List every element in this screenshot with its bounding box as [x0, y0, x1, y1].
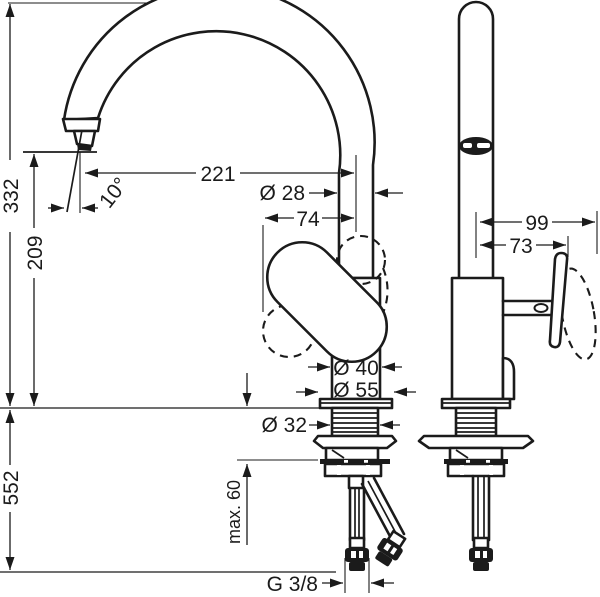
dim-label-spout-diameter: Ø 28: [259, 182, 305, 205]
washer-band-side: [444, 459, 508, 464]
handle-swing-circle-right: [335, 234, 387, 286]
dim-label-max-deck-thickness: max. 60: [224, 480, 244, 544]
dim-label-outlet-angle: 10°: [95, 173, 133, 212]
outlet-nozzle: [72, 129, 97, 148]
dim-handle-reach: 73: [480, 235, 569, 258]
dim-outlet-height: 209: [24, 154, 47, 406]
aerator-side: [459, 137, 493, 155]
shank-threads-side: [457, 412, 495, 433]
flange-side: [417, 434, 535, 450]
mounting-nut-front: [323, 462, 383, 478]
bracket-detail-front: [331, 449, 345, 459]
dim-spout-reach: 221: [85, 155, 357, 232]
dim-body-diameter: Ø 40: [308, 357, 402, 380]
dim-label-outlet-height: 209: [24, 235, 47, 270]
dim-label-body-diameter: Ø 40: [333, 357, 379, 380]
body-step-side: [501, 356, 516, 401]
supply-hose-vertical-inner: [354, 488, 360, 540]
mounting-bracket-side: [448, 446, 504, 462]
spout-arc: [62, 0, 376, 280]
mounting-nut-side: [446, 462, 506, 478]
dim-label-side-reach: 99: [525, 212, 548, 235]
dim-shank-diameter: Ø 32: [261, 414, 400, 437]
hose-fitting-front: [347, 474, 365, 490]
dim-max-deck-thickness: max. 60: [224, 373, 252, 545]
dim-connection-thread: G 3/8: [267, 558, 394, 596]
dim-label-base-diameter: Ø 55: [333, 379, 379, 402]
handle-arm-side: [501, 299, 555, 317]
spout-end-cap: [61, 117, 102, 133]
hose-connector-vertical: [345, 536, 369, 571]
dim-label-connection-thread: G 3/8: [267, 573, 318, 596]
washer-band-front: [320, 459, 390, 464]
dim-label-handle-reach: 73: [509, 235, 532, 258]
mounting-bracket-front: [324, 446, 380, 462]
dim-total-height: 332: [0, 4, 23, 406]
dim-label-shank-diameter: Ø 32: [261, 414, 307, 437]
hose-connector-angled: [375, 529, 407, 567]
supply-hose-side: [471, 474, 491, 542]
dim-label-spout-reach: 221: [200, 163, 235, 186]
dim-below-deck-length: 552: [0, 410, 23, 570]
dim-label-below-deck-length: 552: [0, 470, 23, 505]
hose-connector-side: [469, 536, 493, 571]
flange-front: [312, 434, 398, 450]
dim-label-handle-offset: 74: [296, 208, 320, 231]
dim-spout-diameter: Ø 28: [259, 182, 403, 205]
supply-hose-side-inner: [477, 476, 485, 540]
handle-lever-side: [548, 251, 569, 349]
dim-side-reach: 99: [475, 211, 598, 258]
bracket-detail-side: [455, 449, 469, 459]
supply-hose-angled: [360, 476, 406, 542]
aerator-face: [77, 144, 92, 151]
faucet-body-side: [450, 276, 505, 401]
supply-hose-vertical: [348, 486, 366, 542]
dim-handle-offset: 74: [262, 208, 354, 312]
dim-label-total-height: 332: [0, 178, 23, 213]
dim-base-diameter: Ø 55: [296, 379, 416, 402]
supply-hose-angled-inner: [367, 480, 399, 538]
handle-button-side: [533, 303, 549, 313]
shank-threads-front: [333, 412, 377, 433]
